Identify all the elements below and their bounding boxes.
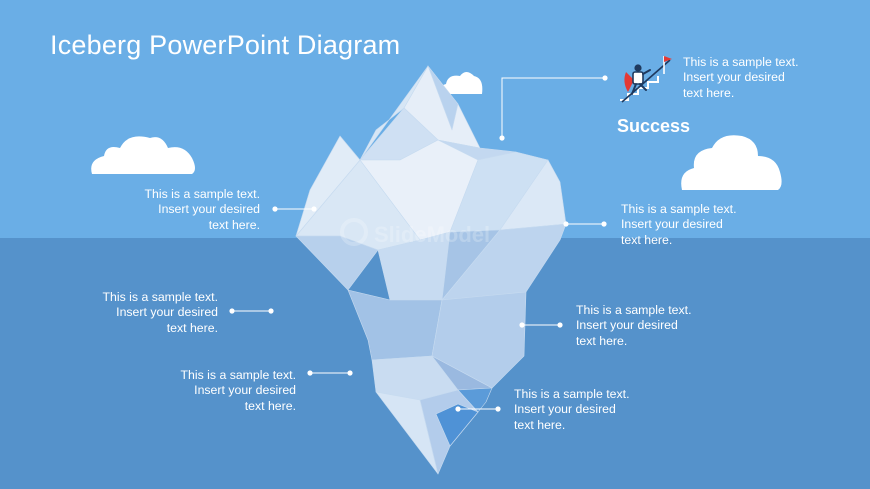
success-climber-icon	[620, 56, 672, 103]
callout-line: text here.	[514, 417, 566, 432]
callout-line: text here.	[576, 333, 628, 348]
callout-left-lower: This is a sample text. Insert your desir…	[176, 368, 297, 414]
callout-right-upper: This is a sample text. Insert your desir…	[621, 202, 737, 248]
page-title: Iceberg PowerPoint Diagram	[50, 30, 401, 60]
callout-left-middle: This is a sample text. Insert your desir…	[98, 290, 219, 336]
callout-line: This is a sample text.	[102, 290, 219, 304]
callout-line: Insert your desired	[514, 402, 616, 417]
cloud-icon	[439, 72, 483, 94]
callout-line: text here.	[244, 398, 296, 413]
callout-line: This is a sample text.	[683, 55, 799, 69]
callout-line: text here.	[621, 232, 673, 247]
callout-line: Insert your desired	[158, 202, 260, 217]
callout-line: This is a sample text.	[621, 202, 737, 216]
callout-line: Insert your desired	[576, 318, 678, 333]
cloud-icon	[91, 136, 195, 174]
watermark: SlideModel	[374, 222, 491, 247]
callout-line: This is a sample text.	[576, 303, 692, 317]
callout-success: This is a sample text. Insert your desir…	[683, 55, 799, 101]
callout-line: Insert your desired	[621, 217, 723, 232]
callout-line: text here.	[683, 85, 735, 100]
callout-right-middle: This is a sample text. Insert your desir…	[576, 303, 692, 349]
flag-icon	[663, 56, 672, 74]
callout-right-lower: This is a sample text. Insert your desir…	[514, 387, 630, 433]
callout-line: This is a sample text.	[144, 187, 261, 201]
watermark-logo-icon	[340, 218, 368, 246]
callout-line: This is a sample text.	[514, 387, 630, 401]
callout-line: Insert your desired	[194, 383, 296, 398]
success-label: Success	[617, 116, 691, 136]
callout-line: This is a sample text.	[180, 368, 297, 382]
callout-line: text here.	[166, 320, 218, 335]
callout-line: Insert your desired	[116, 305, 218, 320]
cloud-icon	[681, 135, 782, 190]
callout-line: text here.	[208, 217, 260, 232]
callout-line: Insert your desired	[683, 70, 785, 85]
callout-left-upper: This is a sample text. Insert your desir…	[140, 187, 261, 233]
